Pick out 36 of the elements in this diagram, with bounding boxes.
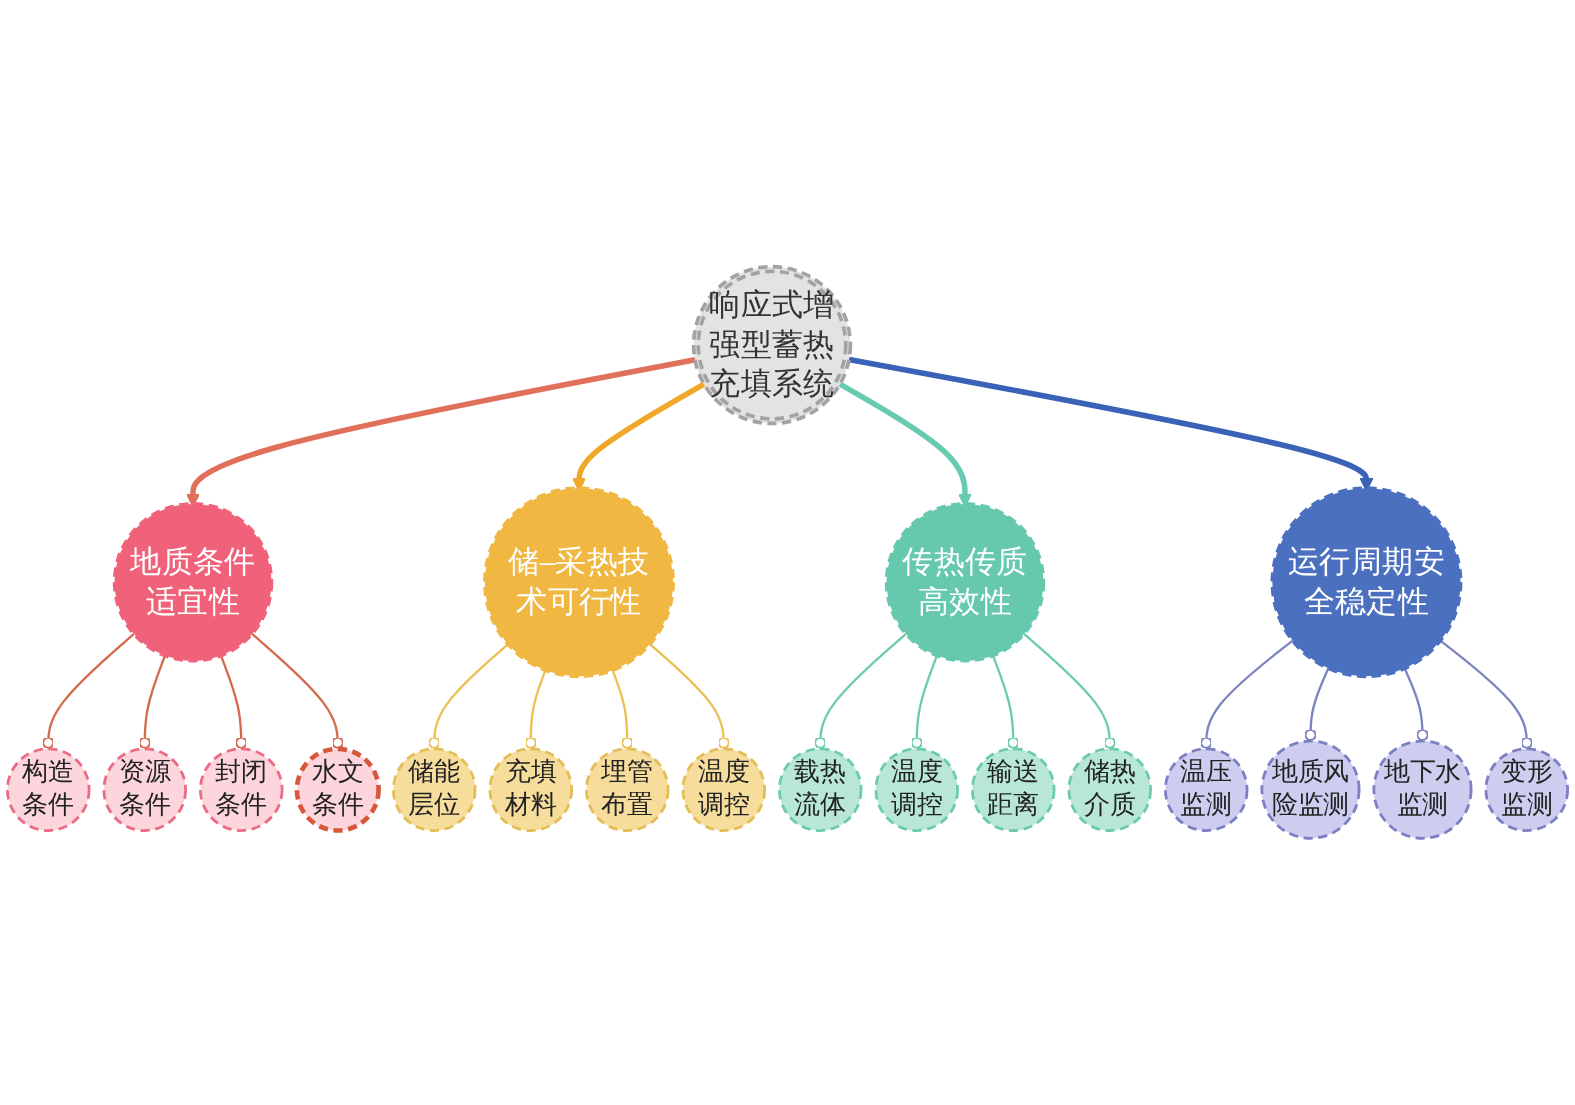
node-circle: 封闭条件: [199, 747, 284, 832]
node-circle: 地下水监测: [1372, 739, 1473, 840]
node-circle: 响应式增强型蓄热充填系统: [691, 264, 853, 426]
connector: [1403, 667, 1429, 742]
connector: [1023, 632, 1116, 749]
connector: [138, 655, 167, 749]
node-circle: 构造条件: [6, 747, 91, 832]
connector: [219, 655, 248, 749]
connector: [814, 632, 907, 749]
node-circle: 温压监测: [1164, 747, 1249, 832]
node-circle: 运行周期安全稳定性: [1270, 486, 1463, 679]
node-circle: 变形监测: [1484, 747, 1569, 832]
node-circle: 埋管布置: [585, 747, 670, 832]
connector: [611, 669, 634, 749]
node-circle: 载热流体: [778, 747, 863, 832]
connector: [649, 643, 730, 749]
connector: [991, 655, 1020, 749]
connector: [1439, 639, 1533, 749]
node-circle: 温度调控: [874, 747, 959, 832]
connector: [42, 632, 135, 749]
connector: [1200, 639, 1294, 749]
node-circle: 地质风险监测: [1260, 739, 1361, 840]
connector: [524, 669, 547, 749]
node-circle: 储–采热技术可行性: [483, 486, 675, 679]
node-circle: 水文条件: [294, 746, 381, 833]
node-circle: 储热介质: [1067, 747, 1152, 832]
connector: [428, 643, 509, 749]
node-circle: 资源条件: [102, 747, 187, 832]
node-circle: 传热传质高效性: [884, 502, 1046, 663]
node-circle: 充填材料: [488, 747, 573, 832]
connector: [910, 655, 939, 749]
connector: [251, 632, 344, 749]
node-circle: 储能层位: [392, 747, 477, 832]
node-circle: 地质条件适宜性: [112, 502, 274, 663]
node-circle: 温度调控: [681, 747, 766, 832]
node-circle: 输送距离: [971, 747, 1056, 832]
